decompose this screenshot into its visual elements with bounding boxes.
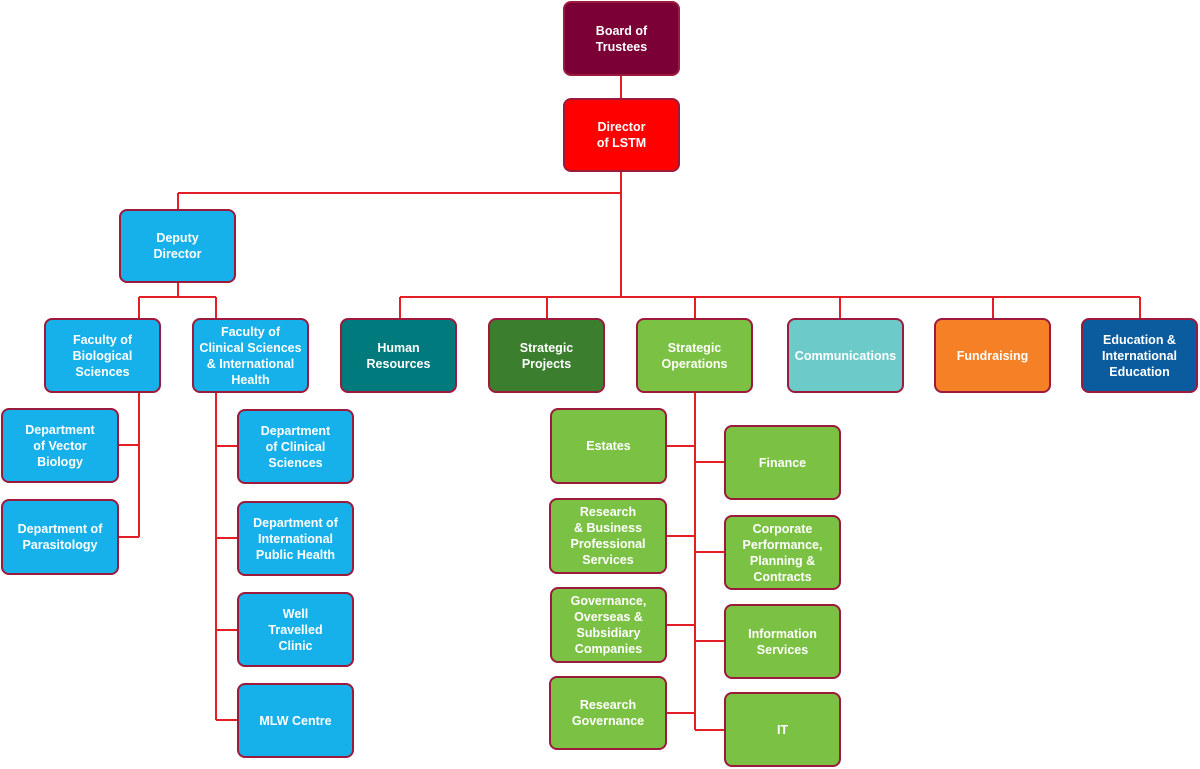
node-education[interactable]: Education & International Education bbox=[1081, 318, 1198, 393]
node-label: Strategic Operations bbox=[661, 340, 728, 371]
node-label: Department of International Public Healt… bbox=[253, 515, 338, 562]
node-faculty-clinical-sciences[interactable]: Faculty of Clinical Sciences & Internati… bbox=[192, 318, 309, 393]
node-governance-overseas-subsidiary[interactable]: Governance, Overseas & Subsidiary Compan… bbox=[550, 587, 667, 663]
node-label: Human Resources bbox=[366, 340, 431, 371]
node-it[interactable]: IT bbox=[724, 692, 841, 767]
node-label: Education & International Education bbox=[1101, 332, 1177, 379]
node-director[interactable]: Director of LSTM bbox=[563, 98, 680, 172]
node-dept-vector-biology[interactable]: Department of Vector Biology bbox=[1, 408, 119, 483]
node-label: Research Governance bbox=[571, 698, 645, 728]
node-label: Information Services bbox=[748, 626, 817, 657]
node-label: Fundraising bbox=[956, 348, 1029, 363]
node-corporate-performance[interactable]: Corporate Performance, Planning & Contra… bbox=[724, 515, 841, 590]
node-dept-parasitology[interactable]: Department of Parasitology bbox=[1, 499, 119, 575]
node-label: Director of LSTM bbox=[596, 120, 647, 150]
node-estates[interactable]: Estates bbox=[550, 408, 667, 484]
node-label: Deputy Director bbox=[153, 231, 202, 261]
node-communications[interactable]: Communications bbox=[787, 318, 904, 393]
node-faculty-biological-sciences[interactable]: Faculty of Biological Sciences bbox=[44, 318, 161, 393]
node-mlw-centre[interactable]: MLW Centre bbox=[237, 683, 354, 758]
node-label: IT bbox=[776, 722, 789, 737]
node-label: Finance bbox=[758, 455, 807, 470]
node-research-governance[interactable]: Research Governance bbox=[549, 676, 667, 750]
node-fundraising[interactable]: Fundraising bbox=[934, 318, 1051, 393]
node-information-services[interactable]: Information Services bbox=[724, 604, 841, 679]
node-deputy-director[interactable]: Deputy Director bbox=[119, 209, 236, 283]
node-label: Department of Vector Biology bbox=[25, 422, 95, 469]
node-label: Communications bbox=[794, 348, 897, 363]
node-label: Faculty of Clinical Sciences & Internati… bbox=[199, 324, 302, 387]
node-label: Governance, Overseas & Subsidiary Compan… bbox=[570, 594, 647, 656]
node-label: Research & Business Professional Service… bbox=[570, 505, 646, 567]
node-board-of-trustees[interactable]: Board of Trustees bbox=[563, 1, 680, 76]
node-label: Board of Trustees bbox=[595, 23, 648, 54]
node-well-travelled-clinic[interactable]: Well Travelled Clinic bbox=[237, 592, 354, 667]
node-label: Corporate Performance, Planning & Contra… bbox=[742, 521, 823, 584]
node-strategic-operations[interactable]: Strategic Operations bbox=[636, 318, 753, 393]
node-label: Well Travelled Clinic bbox=[268, 606, 323, 653]
node-research-business-professional-services[interactable]: Research & Business Professional Service… bbox=[549, 498, 667, 574]
node-label: Estates bbox=[586, 439, 631, 453]
node-label: MLW Centre bbox=[259, 713, 332, 728]
node-strategic-projects[interactable]: Strategic Projects bbox=[488, 318, 605, 393]
node-human-resources[interactable]: Human Resources bbox=[340, 318, 457, 393]
node-label: Faculty of Biological Sciences bbox=[72, 332, 133, 379]
node-label: Strategic Projects bbox=[519, 340, 574, 371]
node-dept-international-public-health[interactable]: Department of International Public Healt… bbox=[237, 501, 354, 576]
node-finance[interactable]: Finance bbox=[724, 425, 841, 500]
node-label: Department of Parasitology bbox=[17, 522, 103, 552]
node-label: Department of Clinical Sciences bbox=[260, 423, 331, 470]
node-dept-clinical-sciences[interactable]: Department of Clinical Sciences bbox=[237, 409, 354, 484]
